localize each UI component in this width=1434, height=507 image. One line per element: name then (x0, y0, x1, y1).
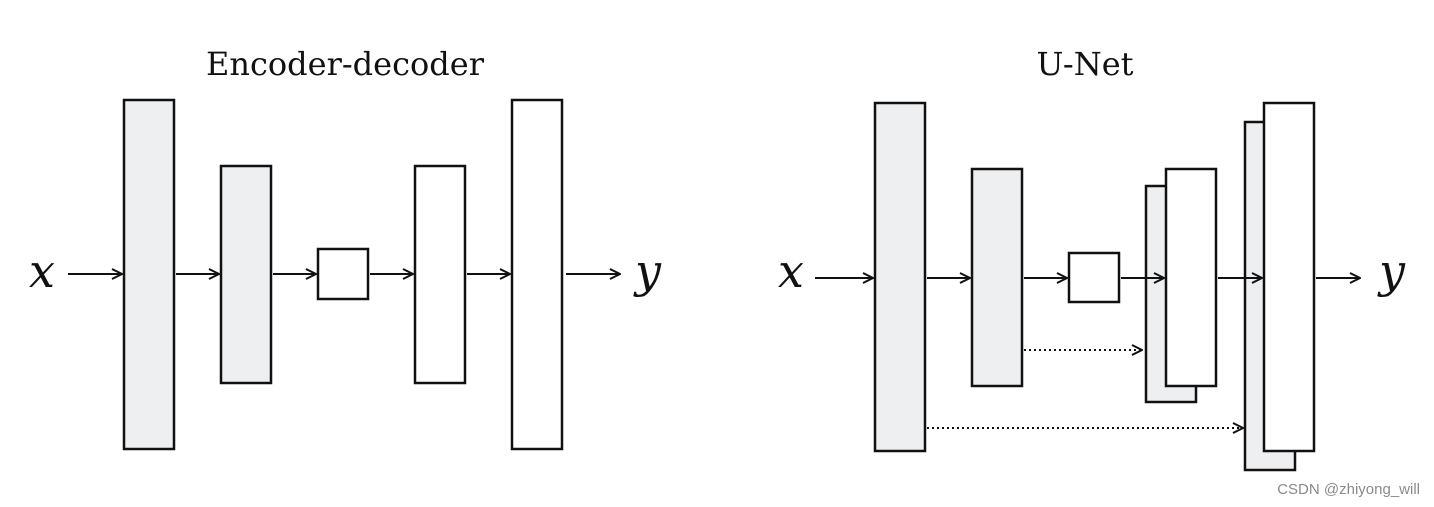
encoder-block-1 (122, 98, 176, 451)
unet-decoder-block-2 (1262, 101, 1316, 453)
encoder-decoder-input-label: x (29, 244, 55, 298)
decoder-block-1 (413, 164, 467, 385)
unet-bottleneck-block (1067, 251, 1121, 304)
unet-encoder-block-2 (970, 167, 1024, 388)
decoder-block-2 (510, 98, 564, 451)
unet-output-label: y (1377, 244, 1406, 298)
encoder-block-2 (219, 164, 273, 385)
watermark-text: CSDN @zhiyong_will (1277, 481, 1420, 498)
encoder-decoder-title: Encoder-decoder (206, 45, 485, 83)
bottleneck-block (316, 247, 370, 301)
encoder-decoder-panel: Encoder-decoder x y (29, 45, 662, 451)
unet-encoder-block-1 (873, 101, 927, 453)
encoder-decoder-output-label: y (633, 244, 662, 298)
unet-title: U-Net (1036, 45, 1133, 83)
unet-panel: U-Net x y (778, 45, 1406, 472)
unet-decoder-block-1 (1164, 167, 1218, 388)
unet-input-label: x (778, 244, 804, 298)
